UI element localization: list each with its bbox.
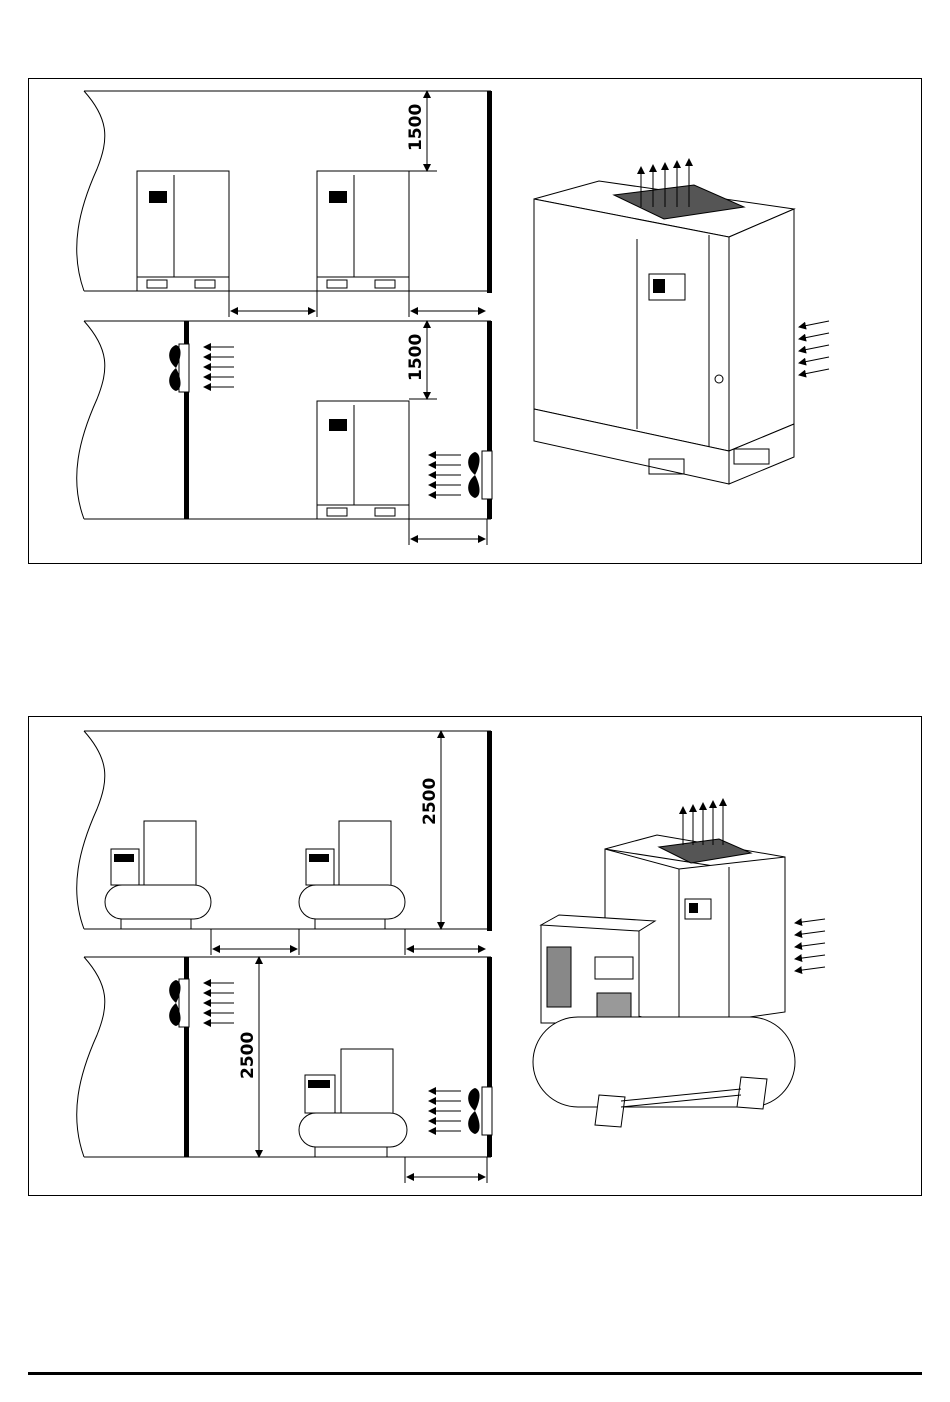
compressor-unit	[317, 171, 409, 291]
wall	[487, 731, 492, 931]
compressor-tank-unit	[299, 821, 405, 929]
fan-icon	[468, 451, 492, 499]
fan-icon	[169, 979, 189, 1027]
airflow-arrow-icon	[799, 321, 829, 375]
compressor-isometric	[534, 181, 794, 484]
dimension-label-1500-lower: 1500	[406, 334, 426, 381]
airflow-arrow-icon	[795, 919, 825, 971]
dimension-label-2500-lower: 2500	[238, 1032, 258, 1079]
figure-bottom-drawing: 2500 2500	[29, 717, 923, 1197]
compressor-tank-unit	[299, 1049, 407, 1157]
fan-icon	[468, 1087, 492, 1135]
compressor-unit	[317, 401, 409, 519]
fan-icon	[169, 344, 189, 392]
figure-top-frame: 1500 1500	[28, 78, 922, 564]
airflow-arrow-icon	[204, 347, 234, 387]
wall	[487, 91, 492, 293]
dimension-label-2500-upper: 2500	[420, 778, 440, 825]
room-lower	[77, 321, 492, 519]
room-lower	[77, 957, 492, 1157]
airflow-arrow-icon	[683, 799, 723, 845]
compressor-unit	[137, 171, 229, 291]
dimension-label-1500-upper: 1500	[406, 104, 426, 151]
compressor-tank-isometric	[533, 835, 795, 1127]
airflow-arrow-icon	[204, 983, 234, 1023]
airflow-arrow-icon	[429, 1091, 461, 1131]
figure-top-drawing: 1500 1500	[29, 79, 923, 565]
compressor-tank-unit	[105, 821, 211, 929]
footer-rule	[28, 1372, 922, 1375]
airflow-arrow-icon	[429, 455, 461, 495]
figure-bottom-frame: 2500 2500	[28, 716, 922, 1196]
